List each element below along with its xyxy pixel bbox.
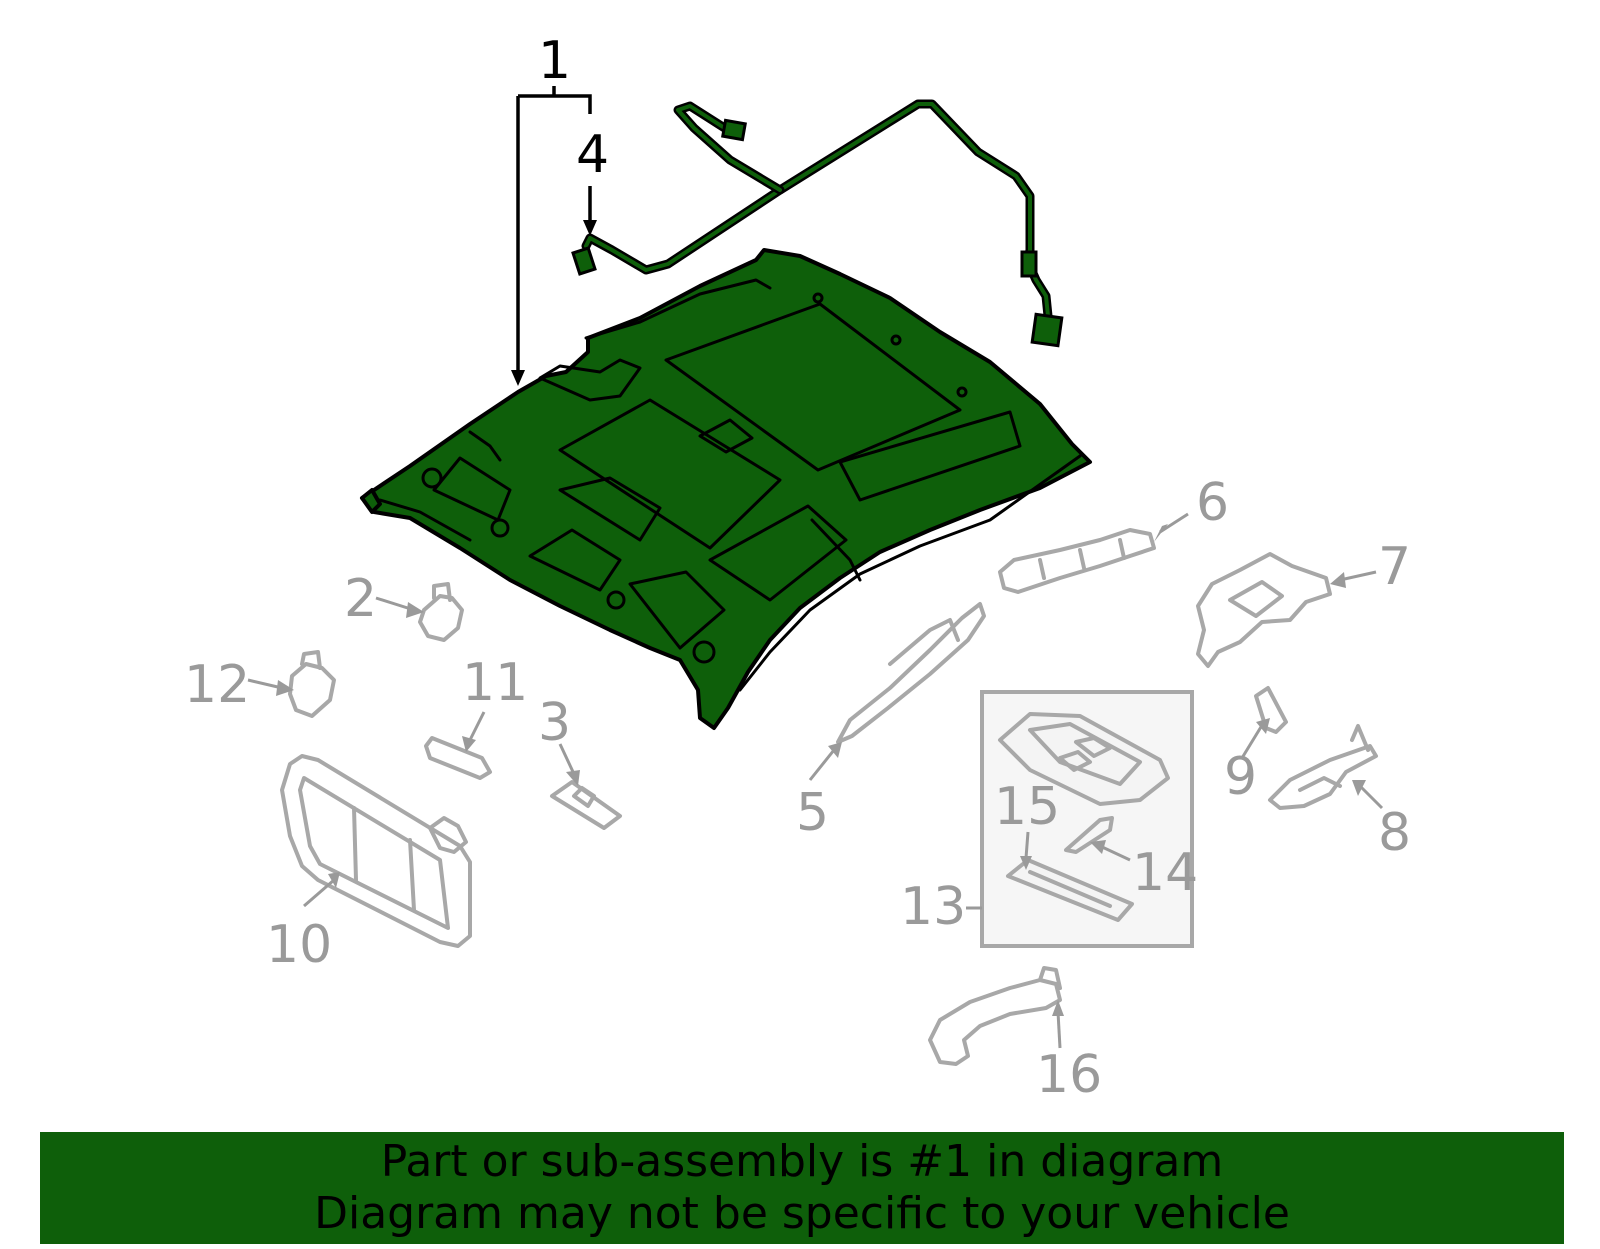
- part-2-clip[interactable]: [375, 582, 464, 642]
- callout-6: 6: [1196, 473, 1229, 533]
- callout-14: 14: [1132, 843, 1198, 903]
- callout-15: 15: [994, 777, 1060, 837]
- callout-12: 12: [184, 655, 250, 715]
- part-7-bracket[interactable]: [1196, 552, 1377, 668]
- part-5-trim[interactable]: [808, 602, 986, 781]
- part-16-grab-handle[interactable]: [928, 966, 1064, 1066]
- part-6-trim[interactable]: [998, 512, 1189, 594]
- part-12-clip[interactable]: [247, 650, 336, 718]
- part-11-bulb[interactable]: [424, 711, 492, 780]
- callout-2: 2: [344, 569, 377, 629]
- info-banner: Part or sub-assembly is #1 in diagram Di…: [40, 1132, 1564, 1244]
- callout-7: 7: [1378, 537, 1411, 597]
- part-10-sun-visor[interactable]: [280, 754, 472, 948]
- part-13-console-box[interactable]: [966, 690, 1194, 948]
- part-8-bracket[interactable]: [1268, 724, 1384, 810]
- callout-16: 16: [1036, 1045, 1102, 1105]
- callout-4: 4: [576, 125, 609, 185]
- callout-8: 8: [1378, 803, 1411, 863]
- callout-9: 9: [1224, 747, 1257, 807]
- banner-line-1: Part or sub-assembly is #1 in diagram: [380, 1136, 1224, 1187]
- callout-11: 11: [462, 653, 528, 713]
- headliner[interactable]: [360, 248, 1092, 730]
- banner-line-2: Diagram may not be specific to your vehi…: [314, 1188, 1290, 1239]
- part-3-lamp[interactable]: [550, 743, 622, 830]
- callout-10: 10: [266, 915, 332, 975]
- wiring-harness[interactable]: [571, 99, 1064, 348]
- part-9-pin[interactable]: [1240, 686, 1288, 759]
- callout-13: 13: [900, 877, 966, 937]
- callout-1: 1: [538, 31, 571, 91]
- bracket-1-4: [511, 86, 597, 386]
- callout-5: 5: [796, 783, 829, 843]
- callout-3: 3: [538, 693, 571, 753]
